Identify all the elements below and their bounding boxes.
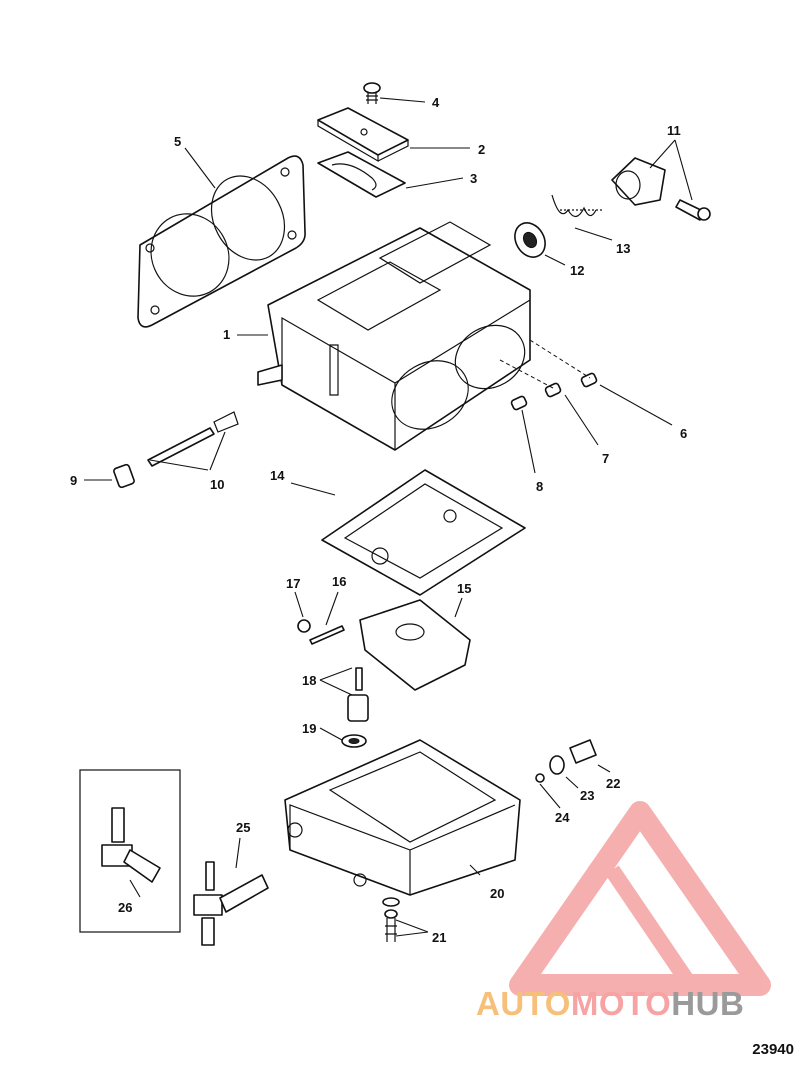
part-21-screw bbox=[382, 897, 400, 942]
watermark-part-3: HUB bbox=[671, 985, 745, 1022]
callout-20: 20 bbox=[490, 886, 504, 901]
part-1-carburetor-body bbox=[257, 221, 531, 451]
callout-18: 18 bbox=[302, 673, 316, 688]
callout-19: 19 bbox=[302, 721, 316, 736]
callout-11: 11 bbox=[667, 123, 681, 138]
watermark-text: AUTOMOTOHUB bbox=[476, 985, 796, 1023]
callout-24: 24 bbox=[555, 810, 570, 825]
part-26-inset bbox=[79, 769, 181, 933]
part-15-float bbox=[359, 599, 471, 691]
callout-21: 21 bbox=[432, 930, 446, 945]
parts-22-23-24-drain-plug bbox=[535, 739, 597, 783]
callout-labels: 1 2 3 4 5 6 7 8 9 10 11 12 13 14 15 16 1… bbox=[70, 95, 687, 945]
callout-15: 15 bbox=[457, 581, 471, 596]
part-19-washer bbox=[341, 734, 367, 748]
callout-12: 12 bbox=[570, 263, 584, 278]
part-13-spring bbox=[551, 194, 602, 218]
part-16-pin bbox=[309, 625, 345, 645]
callout-9: 9 bbox=[70, 473, 77, 488]
callout-5: 5 bbox=[174, 134, 181, 149]
part-17-clip bbox=[297, 619, 311, 633]
watermark-part-1: AUTO bbox=[476, 985, 571, 1022]
callout-13: 13 bbox=[616, 241, 630, 256]
parts-9-10-needle-valve bbox=[113, 411, 239, 489]
callout-14: 14 bbox=[270, 468, 285, 483]
part-25-fuel-fitting bbox=[193, 861, 269, 946]
callout-3: 3 bbox=[470, 171, 477, 186]
callout-23: 23 bbox=[580, 788, 594, 803]
watermark-part-2: MOTO bbox=[570, 985, 672, 1022]
part-3-gasket bbox=[317, 151, 406, 198]
part-12-seal bbox=[514, 222, 546, 258]
callout-22: 22 bbox=[606, 776, 620, 791]
callout-10: 10 bbox=[210, 477, 224, 492]
part-2-cover-plate bbox=[317, 107, 409, 163]
figure-number: 23940 bbox=[752, 1041, 794, 1058]
watermark-logo bbox=[509, 801, 771, 996]
callout-4: 4 bbox=[432, 95, 440, 110]
leader-lines bbox=[84, 97, 693, 937]
callout-17: 17 bbox=[286, 576, 300, 591]
part-20-float-bowl-body bbox=[284, 739, 521, 896]
part-5-gasket bbox=[137, 155, 306, 328]
callout-25: 25 bbox=[236, 820, 250, 835]
callout-16: 16 bbox=[332, 574, 346, 589]
callout-26: 26 bbox=[118, 900, 132, 915]
parts-6-7-8-plugs bbox=[499, 339, 598, 411]
part-18-needle-seat bbox=[347, 667, 369, 722]
part-4-screw bbox=[363, 82, 381, 104]
callout-8: 8 bbox=[536, 479, 543, 494]
callout-1: 1 bbox=[223, 327, 230, 342]
callout-2: 2 bbox=[478, 142, 485, 157]
callout-6: 6 bbox=[680, 426, 687, 441]
part-11-choke-assembly bbox=[611, 157, 711, 221]
part-14-gasket bbox=[321, 469, 526, 596]
callout-7: 7 bbox=[602, 451, 609, 466]
